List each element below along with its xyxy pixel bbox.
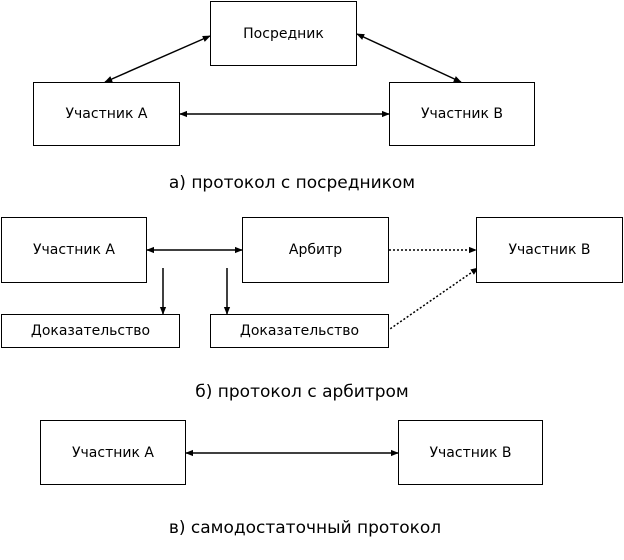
- arbiter-participant-b-label: Участник В: [508, 242, 591, 258]
- participant-a-box: Участник А: [33, 82, 180, 146]
- caption-c: в) самодостаточный протокол: [168, 518, 442, 538]
- participant-b-box: Участник В: [389, 82, 535, 146]
- mediator-label: Посредник: [243, 25, 324, 42]
- caption-b: б) протокол с арбитром: [195, 382, 409, 402]
- arbiter-participant-b-box: Участник В: [476, 217, 623, 283]
- evidence-right-box: Доказательство: [210, 314, 389, 348]
- evidence-right-label: Доказательство: [239, 323, 360, 339]
- evidence-left-box: Доказательство: [1, 314, 180, 348]
- caption-a: а) протокол с посредником: [168, 173, 416, 193]
- self-sufficient-participant-b-label: Участник В: [429, 444, 512, 461]
- mediator-box: Посредник: [210, 1, 357, 66]
- participant-b-label: Участник В: [421, 106, 503, 122]
- arbiter-label: Арбитр: [288, 242, 343, 258]
- evidence-left-label: Доказательство: [30, 323, 151, 339]
- self-sufficient-participant-b-box: Участник В: [398, 420, 543, 485]
- arbiter-participant-a-label: Участник А: [33, 242, 115, 258]
- participant-a-label: Участник А: [65, 106, 148, 122]
- self-sufficient-participant-a-box: Участник А: [40, 420, 186, 485]
- dotted-arrow-evidence-participant-b: [386, 267, 479, 332]
- arrow-mediator-participant-b: [356, 33, 462, 83]
- arrow-mediator-participant-a: [104, 35, 211, 83]
- self-sufficient-participant-a-label: Участник А: [72, 444, 154, 461]
- arbiter-box: Арбитр: [242, 217, 389, 283]
- arbiter-participant-a-box: Участник А: [1, 217, 147, 283]
